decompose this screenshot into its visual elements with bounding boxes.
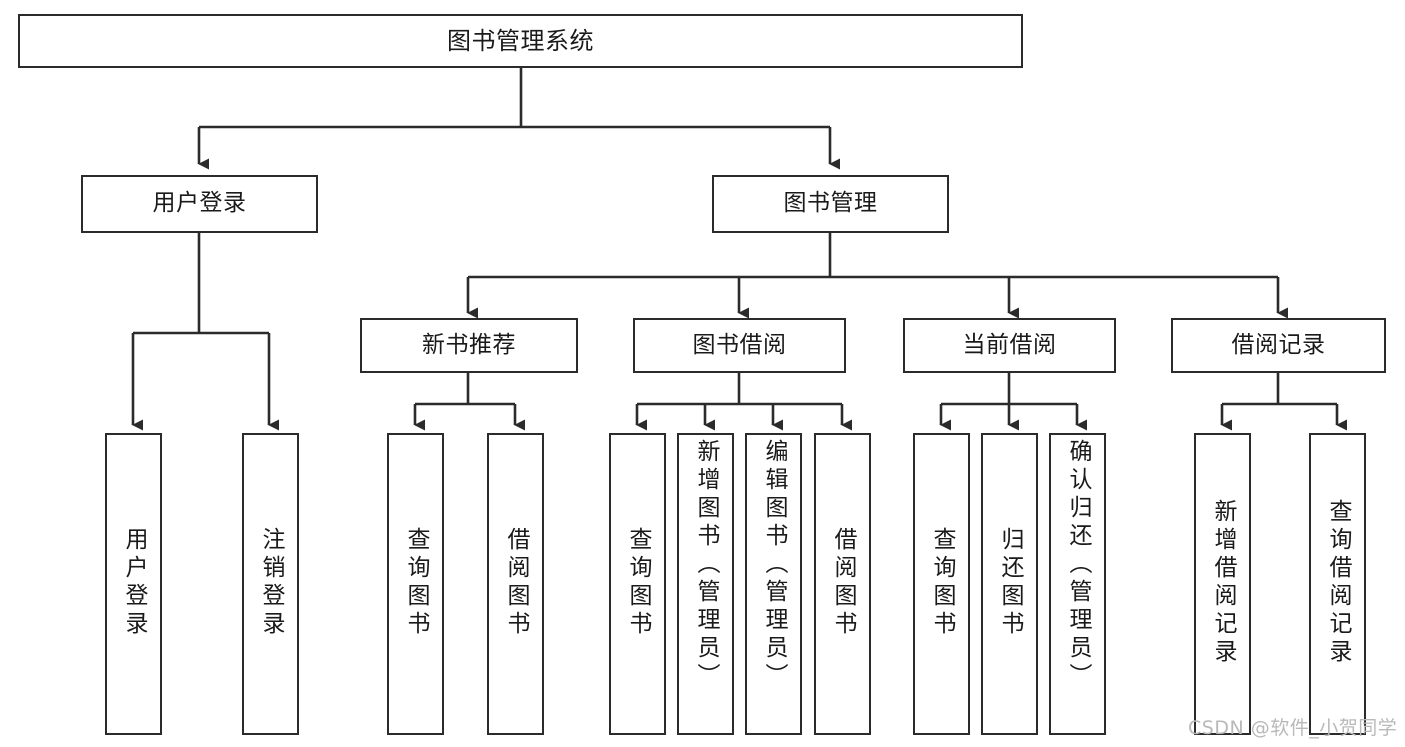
node-label: 图书借阅 [692, 331, 787, 358]
csdn-watermark: CSDN @软件_小贺同学 [1188, 717, 1398, 739]
leaf-user-login-login[interactable]: 用户登录 [105, 433, 162, 735]
leaf-current-borrow-query-book[interactable]: 查询图书 [913, 433, 970, 735]
node-label: 注销登录 [258, 527, 284, 639]
leaf-book-borrow-borrow-book[interactable]: 借阅图书 [814, 433, 871, 735]
node-label: 新增图书（管理员） [693, 439, 719, 691]
node-borrow-record[interactable]: 借阅记录 [1171, 318, 1386, 373]
node-label: 借阅记录 [1231, 331, 1326, 358]
node-user-login[interactable]: 用户登录 [81, 175, 318, 233]
node-book-borrow[interactable]: 图书借阅 [633, 318, 846, 373]
node-new-book-recommend[interactable]: 新书推荐 [360, 318, 578, 373]
node-label: 查询借阅记录 [1325, 499, 1351, 667]
node-label: 借阅图书 [830, 527, 856, 639]
leaf-new-book-query-book[interactable]: 查询图书 [387, 433, 444, 735]
leaf-user-login-logout[interactable]: 注销登录 [242, 433, 299, 735]
node-label: 编辑图书（管理员） [761, 439, 787, 691]
node-label: 图书管理系统 [447, 26, 594, 55]
node-label: 归还图书 [997, 527, 1023, 639]
node-root-library-system[interactable]: 图书管理系统 [18, 14, 1023, 68]
node-book-management[interactable]: 图书管理 [712, 175, 949, 233]
node-label: 新书推荐 [422, 331, 516, 358]
node-label: 用户登录 [121, 527, 147, 639]
leaf-book-borrow-add-book-admin[interactable]: 新增图书（管理员） [677, 433, 734, 735]
node-label: 新增借阅记录 [1210, 499, 1236, 667]
node-label: 查询图书 [625, 527, 651, 639]
leaf-current-borrow-confirm-return-admin[interactable]: 确认归还（管理员） [1049, 433, 1106, 735]
leaf-borrow-record-add-record[interactable]: 新增借阅记录 [1194, 433, 1251, 735]
leaf-book-borrow-query-book[interactable]: 查询图书 [609, 433, 666, 735]
leaf-new-book-borrow-book[interactable]: 借阅图书 [487, 433, 544, 735]
node-label: 图书管理 [783, 190, 878, 217]
node-label: 查询图书 [929, 527, 955, 639]
node-label: 用户登录 [152, 190, 247, 217]
node-label: 当前借阅 [962, 331, 1057, 358]
leaf-book-borrow-edit-book-admin[interactable]: 编辑图书（管理员） [745, 433, 802, 735]
node-current-borrow[interactable]: 当前借阅 [903, 318, 1116, 373]
leaf-borrow-record-query-record[interactable]: 查询借阅记录 [1309, 433, 1366, 735]
node-label: 借阅图书 [503, 527, 529, 639]
node-label: 查询图书 [403, 527, 429, 639]
leaf-current-borrow-return-book[interactable]: 归还图书 [981, 433, 1038, 735]
node-label: 确认归还（管理员） [1065, 439, 1091, 691]
